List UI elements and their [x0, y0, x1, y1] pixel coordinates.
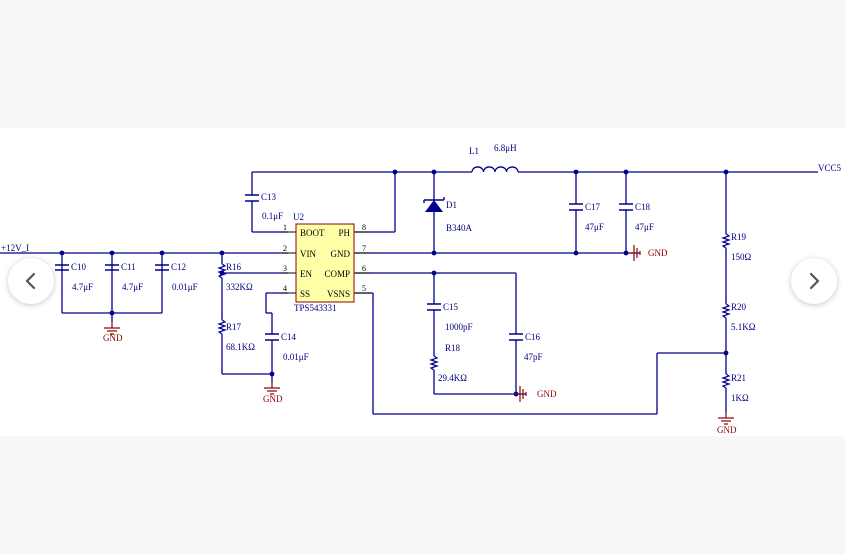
ref-r20: R20: [731, 302, 747, 312]
value-c12: 0.01μF: [172, 282, 198, 292]
ref-l1: L1: [469, 146, 479, 156]
gnd-label-ss: GND: [263, 394, 283, 404]
ic-part: TPS543331: [294, 303, 337, 313]
pin-num-7: 7: [362, 244, 366, 253]
ref-c10: C10: [71, 262, 87, 272]
pin-name-gnd: GND: [331, 249, 351, 259]
chevron-left-icon: [25, 272, 36, 290]
value-c11: 4.7μF: [122, 282, 143, 292]
ic-u2: [282, 223, 370, 303]
value-r20: 5.1KΩ: [731, 322, 756, 332]
schematic-sheet: [0, 128, 845, 436]
ref-c15: C15: [443, 302, 459, 312]
pin-num-3: 3: [283, 264, 287, 273]
pin-name-vsns: VSNS: [327, 289, 350, 299]
value-c15: 1000pF: [445, 322, 473, 332]
chevron-right-icon: [809, 272, 820, 290]
value-l1: 6.8μH: [494, 143, 517, 153]
value-c14: 0.01μF: [283, 352, 309, 362]
value-d1: B340A: [446, 223, 473, 233]
capacitor-symbols: [55, 194, 633, 341]
pin-num-4: 4: [283, 284, 287, 293]
gnd-label-comp: GND: [537, 389, 557, 399]
pin-num-8: 8: [362, 223, 366, 232]
next-button[interactable]: [791, 258, 837, 304]
ref-c11: C11: [121, 262, 136, 272]
value-c16: 47pF: [524, 352, 543, 362]
resistor-symbols: [217, 233, 731, 389]
ref-c12: C12: [171, 262, 186, 272]
ref-c13: C13: [261, 192, 277, 202]
pin-name-boot: BOOT: [300, 228, 325, 238]
ref-d1: D1: [446, 200, 457, 210]
net-label-output: VCC5: [818, 163, 842, 173]
ref-c17: C17: [585, 202, 601, 212]
value-c10: 4.7μF: [72, 282, 93, 292]
gnd-label-input: GND: [103, 333, 123, 343]
value-r16: 332KΩ: [226, 282, 253, 292]
ref-c18: C18: [635, 202, 651, 212]
pin-num-2: 2: [283, 244, 287, 253]
value-r17: 68.1KΩ: [226, 342, 255, 352]
value-r21: 1KΩ: [731, 393, 749, 403]
ref-r19: R19: [731, 232, 747, 242]
pin-name-en: EN: [300, 269, 312, 279]
pin-num-5: 5: [362, 284, 366, 293]
pin-name-comp: COMP: [324, 269, 350, 279]
gnd-label-divider: GND: [717, 425, 737, 435]
value-c13: 0.1μF: [262, 211, 283, 221]
pin-name-ss: SS: [300, 289, 310, 299]
net-label-input: +12V_I: [1, 243, 29, 253]
wires: [0, 171, 818, 415]
pin-name-vin: VIN: [300, 249, 316, 259]
pin-num-1: 1: [283, 223, 287, 232]
pin-name-ph: PH: [338, 228, 350, 238]
value-c17: 47μF: [585, 222, 604, 232]
junctions: [59, 169, 729, 397]
prev-button[interactable]: [8, 258, 54, 304]
ref-r18: R18: [445, 343, 461, 353]
ref-r17: R17: [226, 322, 242, 332]
gnd-label-output: GND: [648, 248, 668, 258]
diode-symbol: [423, 197, 445, 212]
ref-c16: C16: [525, 332, 541, 342]
value-c18: 47μF: [635, 222, 654, 232]
ic-ref: U2: [293, 212, 304, 222]
ref-c14: C14: [281, 332, 297, 342]
ground-symbols: [103, 244, 735, 425]
value-r18: 29.4KΩ: [438, 373, 467, 383]
inductor-symbol: [471, 166, 519, 173]
pin-num-6: 6: [362, 264, 366, 273]
value-r19: 150Ω: [731, 252, 752, 262]
ref-r21: R21: [731, 373, 746, 383]
ref-r16: R16: [226, 262, 242, 272]
